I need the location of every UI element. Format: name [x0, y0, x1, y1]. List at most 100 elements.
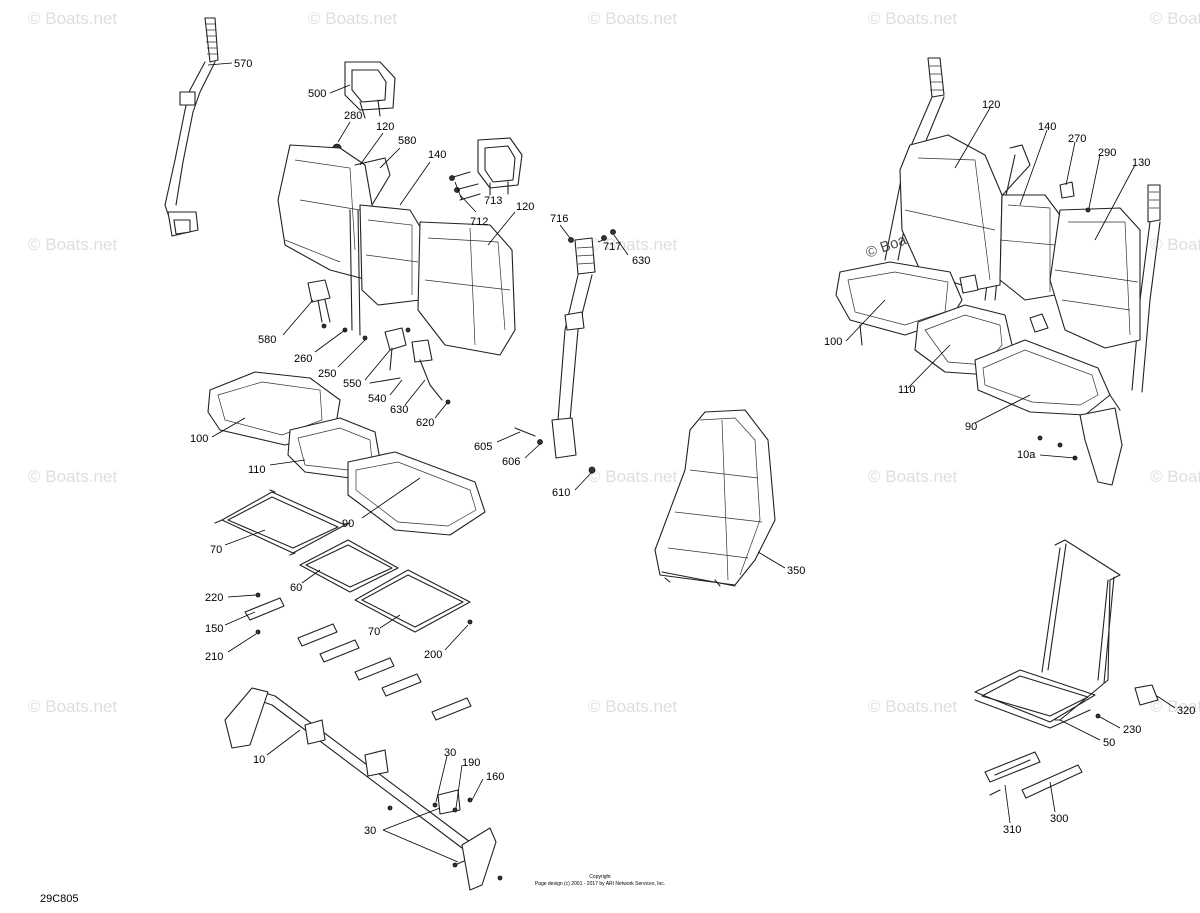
callout-90: 90	[965, 421, 977, 433]
watermark: © Boats.net	[1150, 697, 1200, 716]
callout-320: 320	[1177, 705, 1195, 717]
watermark: © Boats.net	[28, 235, 117, 254]
screw-220	[255, 592, 261, 598]
callout-230: 230	[1123, 724, 1141, 736]
callout-540: 540	[368, 393, 386, 405]
watermark: © Boats.net	[868, 697, 957, 716]
callout-110: 110	[248, 464, 266, 476]
buckle-580	[307, 279, 331, 329]
callout-120: 120	[516, 201, 534, 213]
seat-cushions-left	[207, 371, 486, 536]
callout-10a: 10a	[1017, 449, 1036, 461]
callout-220: 220	[205, 592, 223, 604]
headrest-500	[344, 61, 396, 119]
screw-30	[432, 802, 438, 808]
watermark: © Boats.net	[868, 467, 957, 486]
callout-70: 70	[210, 544, 222, 556]
bolt-605	[514, 427, 536, 437]
callout-labels: 570 500 280 120 580 140 713 712 120 716 …	[190, 58, 1195, 837]
callout-10: 10	[253, 754, 265, 766]
seat-belt-center	[551, 237, 596, 459]
watermark: © Boats.net	[868, 9, 957, 28]
watermark: © Boats.net	[588, 235, 677, 254]
screw-250	[362, 335, 368, 341]
screw-210	[255, 629, 261, 635]
copyright-line: Copyright	[589, 874, 611, 880]
watermark: © Boats.net	[308, 9, 397, 28]
watermark: © Boats.net	[588, 9, 677, 28]
callout-716: 716	[550, 213, 568, 225]
callout-712: 712	[470, 216, 488, 228]
screw-160	[467, 797, 473, 803]
bar-300	[1021, 764, 1083, 799]
nut-610	[588, 466, 596, 474]
screws-712-713	[449, 171, 481, 201]
callout-70: 70	[368, 626, 380, 638]
callout-580: 580	[258, 334, 276, 346]
screw-630	[610, 229, 616, 235]
seat-backrest-left	[277, 144, 516, 356]
callout-606: 606	[502, 456, 520, 468]
watermark: © Boats.net	[28, 467, 117, 486]
callout-30: 30	[444, 747, 456, 759]
callout-580: 580	[398, 135, 416, 147]
screw	[405, 327, 411, 333]
copyright-notice: Copyright Page design (c) 2001 - 2017 by…	[520, 874, 680, 888]
clip-320	[1134, 684, 1159, 706]
watermark: © Boats.net	[588, 467, 677, 486]
callout-200: 200	[424, 649, 442, 661]
seat-frame-50	[974, 539, 1121, 729]
callout-610: 610	[552, 487, 570, 499]
callout-270: 270	[1068, 133, 1086, 145]
screw-200	[467, 619, 473, 625]
slide-brackets	[244, 597, 472, 721]
callout-130: 130	[1132, 157, 1150, 169]
callout-60: 60	[290, 582, 302, 594]
watermark: © Boats.net	[588, 697, 677, 716]
base-frame-10	[224, 687, 497, 891]
washer-606	[537, 439, 543, 445]
callout-350: 350	[787, 565, 805, 577]
watermark: © Boats.net	[28, 9, 117, 28]
callout-630: 630	[390, 404, 408, 416]
callout-620: 620	[416, 417, 434, 429]
callout-90: 90	[342, 518, 354, 530]
screw	[1057, 442, 1063, 448]
seat-frame-70a	[214, 489, 351, 556]
callout-717: 717	[603, 241, 621, 253]
callout-100: 100	[190, 433, 208, 445]
screw-716	[568, 237, 574, 243]
callout-110: 110	[898, 384, 916, 396]
callout-30: 30	[364, 825, 376, 837]
seat-frame-60	[299, 539, 399, 593]
headrest-center	[477, 137, 523, 196]
callout-280: 280	[344, 110, 362, 122]
callout-605: 605	[474, 441, 492, 453]
callout-250: 250	[318, 368, 336, 380]
screw	[452, 862, 458, 868]
callout-140: 140	[1038, 121, 1056, 133]
callout-50: 50	[1103, 737, 1115, 749]
seat-belt-570	[164, 17, 219, 237]
watermark: © Boats.net	[1150, 467, 1200, 486]
watermark: © Boats.net	[28, 697, 117, 716]
screw	[497, 875, 503, 881]
seat-shell-350	[654, 409, 776, 587]
watermark: © Boats.net	[1150, 235, 1200, 254]
buckle-540	[411, 339, 443, 401]
callout-120: 120	[376, 121, 394, 133]
callout-150: 150	[205, 623, 223, 635]
callout-570: 570	[234, 58, 252, 70]
slide-310	[984, 751, 1041, 796]
callout-190: 190	[462, 757, 480, 769]
callout-630: 630	[632, 255, 650, 267]
callout-300: 300	[1050, 813, 1068, 825]
callout-100: 100	[824, 336, 842, 348]
screw	[449, 175, 455, 181]
leader-lines	[207, 62, 1176, 863]
callout-713: 713	[484, 195, 502, 207]
callout-160: 160	[486, 771, 504, 783]
seat-frame-70b	[354, 569, 471, 633]
diagram-id: 29C805	[40, 893, 79, 905]
